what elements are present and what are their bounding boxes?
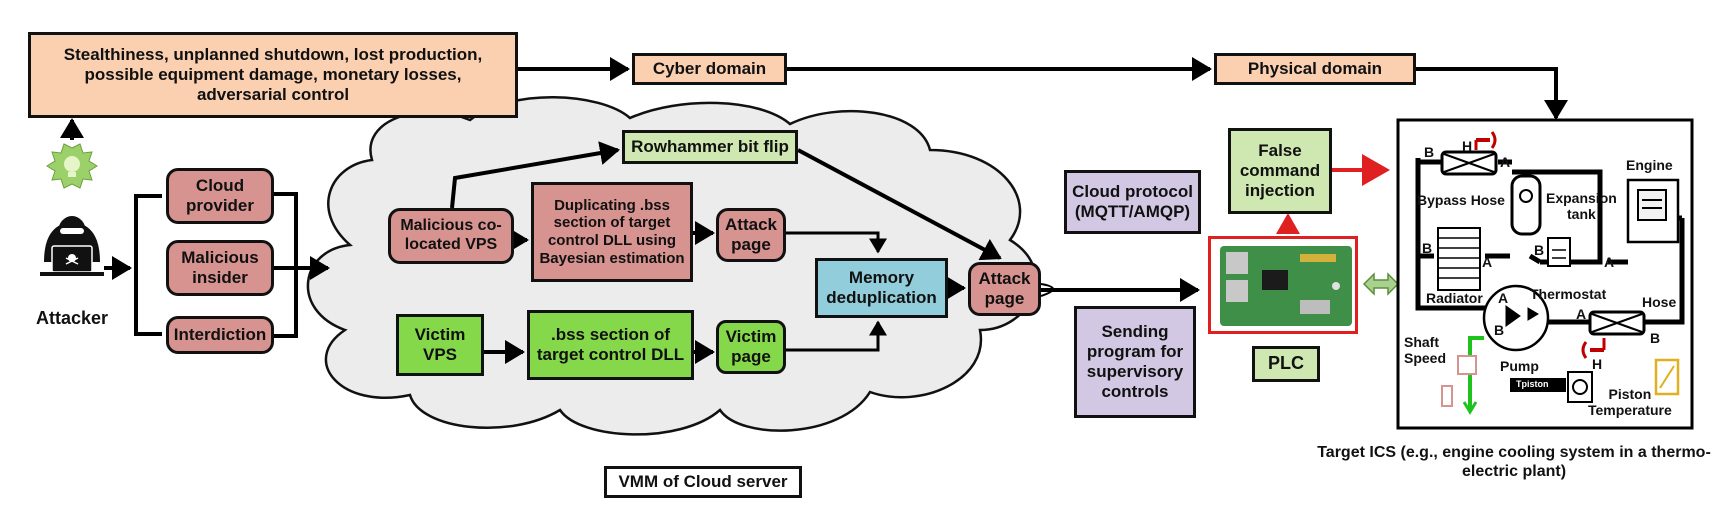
vmm-label-box: VMM of Cloud server (604, 466, 802, 498)
vector-malicious-insider: Malicious insider (166, 240, 274, 296)
ics-pump-label: Pump (1500, 358, 1539, 374)
attack-page-box-2: Attack page (968, 262, 1041, 316)
ics-bypass-hose-label: Bypass Hose (1417, 192, 1505, 208)
idea-icon (46, 143, 98, 189)
cyber-domain-box: Cyber domain (632, 53, 787, 85)
ics-port-a-5: A (1576, 306, 1587, 322)
vector-interdiction: Interdiction (166, 316, 274, 354)
ics-radiator-label: Radiator (1426, 290, 1483, 306)
ics-schematic (1396, 118, 1694, 430)
ics-port-b-1: B (1424, 144, 1435, 160)
plc-frame (1208, 236, 1358, 334)
plc-label-box: PLC (1252, 346, 1320, 382)
victim-vps-box: Victim VPS (396, 314, 484, 376)
cloud-protocol-box: Cloud protocol (MQTT/AMQP) (1064, 170, 1201, 234)
arrow-victimpage-dedup (786, 320, 887, 352)
false-command-box: False command injection (1228, 128, 1332, 214)
arrow-vps-rowhammer (450, 141, 620, 209)
arrow-attack-dedup (786, 231, 887, 254)
ics-port-b-2: B (1422, 240, 1433, 256)
arrow-rowhammer-attackpage (797, 148, 1002, 261)
arrow-physical-ics (1416, 67, 1568, 120)
attack-page-box-1: Attack page (716, 208, 786, 262)
rowhammer-box: Rowhammer bit flip (622, 130, 798, 164)
ics-hose-label: Hose (1642, 294, 1677, 310)
ics-thermostat-label: Thermostat (1530, 286, 1607, 302)
ics-engine-label: Engine (1626, 157, 1673, 173)
bss-section-box: .bss section of target control DLL (527, 310, 694, 380)
ics-shaft-speed-label: Shaft Speed (1404, 334, 1447, 367)
bracket-right (274, 192, 298, 338)
consequences-box: Stealthiness, unplanned shutdown, lost p… (28, 32, 518, 118)
ics-tpiston-label: Tpiston (1516, 379, 1549, 389)
ics-port-a-4: A (1498, 290, 1509, 306)
hacker-icon (40, 216, 104, 276)
target-ics-caption: Target ICS (e.g., engine cooling system … (1317, 444, 1711, 480)
malicious-vps-box: Malicious co- located VPS (388, 208, 514, 264)
ics-expansion-tank-label: Expansion tank (1546, 190, 1617, 223)
ics-port-h-1: H (1462, 138, 1473, 154)
physical-domain-box: Physical domain (1214, 53, 1416, 85)
ics-port-b-3: B (1534, 242, 1545, 258)
attacker-label: Attacker (35, 308, 109, 328)
duplicating-box: Duplicating .bss section of target contr… (531, 182, 693, 282)
memory-deduplication-box: Memory deduplication (815, 258, 948, 318)
plc-board-image (1212, 240, 1358, 332)
sending-program-box: Sending program for supervisory controls (1074, 306, 1196, 418)
ics-port-a-3: A (1604, 254, 1615, 270)
ics-port-a-2: A (1482, 254, 1493, 270)
ics-piston-temperature-label: Piston Temperature (1588, 386, 1672, 419)
victim-page-box: Victim page (716, 320, 786, 374)
ics-port-h-2: H (1592, 356, 1603, 372)
ics-port-b-4: B (1494, 322, 1505, 338)
ics-port-b-5: B (1650, 330, 1661, 346)
vector-cloud-provider: Cloud provider (166, 168, 274, 224)
double-arrow-icon (1362, 272, 1400, 296)
ics-port-a-1: A (1500, 154, 1511, 170)
